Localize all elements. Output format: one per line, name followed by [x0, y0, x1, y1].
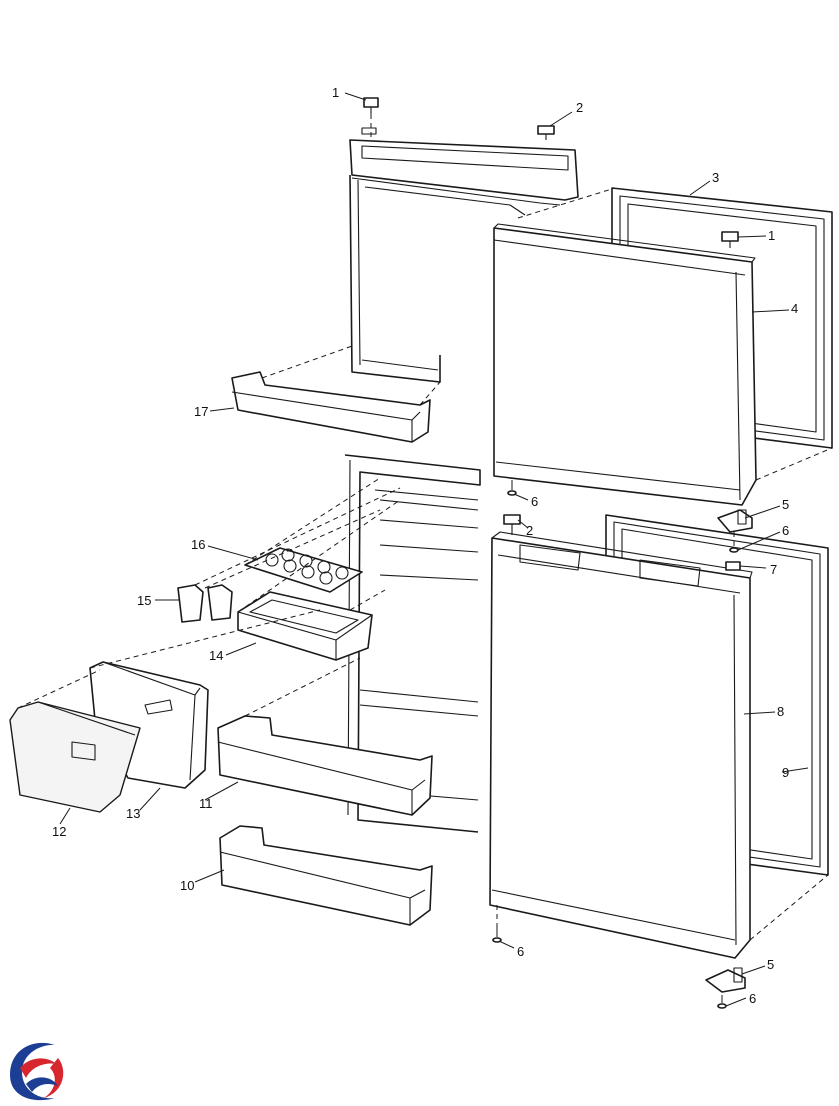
- callout-7: 7: [770, 562, 777, 577]
- shelf-clips: [177, 584, 233, 623]
- assembly-lines: [17, 114, 833, 941]
- hinge-pin-2-top: [537, 125, 555, 140]
- freezer-door-shelf: [231, 371, 431, 443]
- callout-6-bottom: 6: [749, 991, 756, 1006]
- fridge-door-shelf-upper: [217, 715, 433, 816]
- washer-6-lower: [492, 926, 502, 943]
- crisper-front: [9, 701, 141, 813]
- callout-5-bottom: 5: [767, 957, 774, 972]
- callout-17: 17: [194, 404, 208, 419]
- callout-6-middle: 6: [782, 523, 789, 538]
- callout-12: 12: [52, 824, 66, 839]
- callout-13: 13: [126, 806, 140, 821]
- callout-15: 15: [137, 593, 151, 608]
- egg-tray: [244, 547, 363, 593]
- hinge-bracket-5-middle: [717, 509, 753, 533]
- callout-5-middle: 5: [782, 497, 789, 512]
- callout-8: 8: [777, 704, 784, 719]
- callout-16: 16: [191, 537, 205, 552]
- callout-2-middle: 2: [526, 523, 533, 538]
- washer-6-middle: [729, 547, 739, 553]
- callout-10: 10: [180, 878, 194, 893]
- callout-labels: 1 2 3 1 4 17 6 2 5 6 16 7 15 14 8 13 12 …: [52, 85, 798, 1006]
- freezer-door: [493, 223, 757, 506]
- callout-6-upper: 6: [531, 494, 538, 509]
- callout-2-top: 2: [576, 100, 583, 115]
- callout-1-top: 1: [332, 85, 339, 100]
- hinge-pin-2-middle: [503, 514, 521, 535]
- callout-1-right: 1: [768, 228, 775, 243]
- washer-6-bottom: [717, 995, 727, 1009]
- hinge-bracket-5-bottom: [705, 967, 746, 993]
- freezer-cabinet: [349, 127, 579, 383]
- callout-9: 9: [782, 765, 789, 780]
- leader-lines: [59, 92, 809, 1007]
- dairy-box: [237, 591, 373, 661]
- callout-3: 3: [712, 170, 719, 185]
- hinge-pin-1-top: [363, 97, 379, 114]
- fridge-door-shelf-lower: [219, 825, 433, 926]
- callout-6-lower: 6: [517, 944, 524, 959]
- brand-swirl-logo: [10, 1042, 64, 1101]
- callout-4: 4: [791, 301, 798, 316]
- callout-11: 11: [199, 796, 213, 811]
- hinge-pin-7: [725, 561, 741, 571]
- callout-14: 14: [209, 648, 223, 663]
- fridge-door: [489, 531, 753, 959]
- washer-6-upper: [507, 480, 517, 496]
